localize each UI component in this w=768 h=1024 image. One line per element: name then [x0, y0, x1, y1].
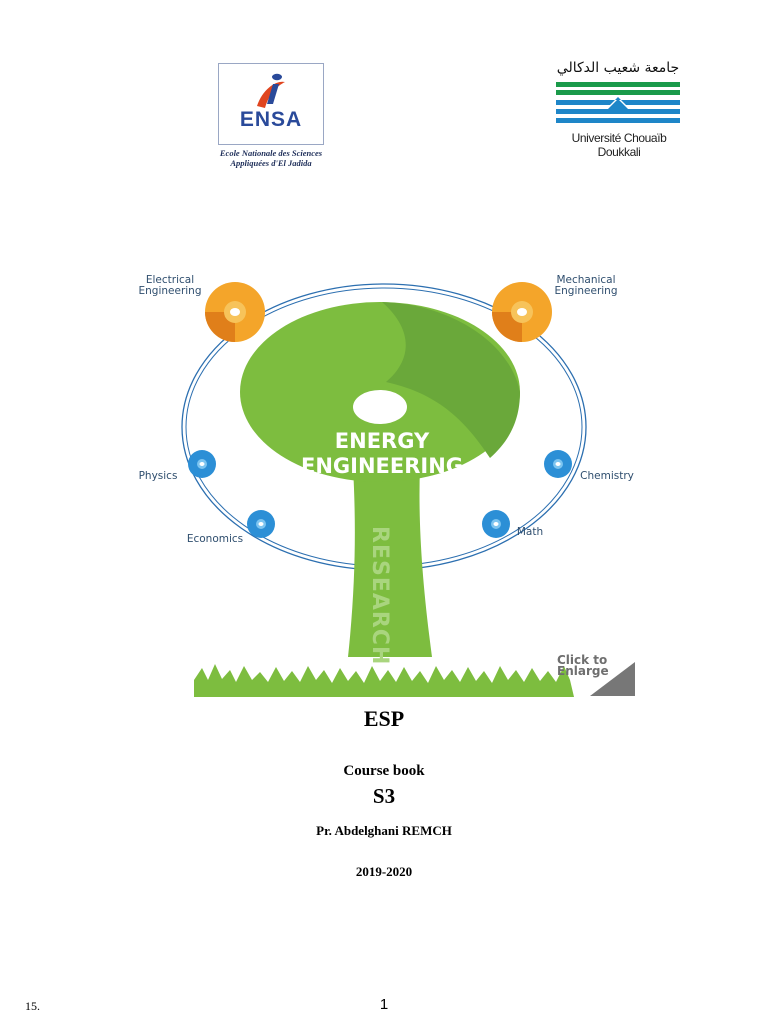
ensa-logo: ENSA [218, 63, 324, 145]
physics-node [188, 450, 216, 478]
grass [194, 664, 574, 697]
cover-title: ESP [363, 706, 405, 731]
cover-subtitle: Course book [343, 763, 425, 779]
label-electrical: Electrical Engineering [124, 275, 216, 297]
label-mechanical-line1: Mechanical [556, 274, 616, 286]
university-arabic-name: جامعة شعيب الدكالي [556, 60, 680, 76]
tree-canopy-shade [382, 302, 520, 458]
label-chemistry: Chemistry [580, 470, 634, 482]
footnote-number: 15. [25, 999, 40, 1013]
enlarge-line2: Enlarge [557, 664, 609, 678]
ensa-abbr: ENSA [239, 108, 303, 131]
ensa-caption: Ecole Nationale des Sciences Appliquées … [190, 148, 352, 168]
math-node [482, 510, 510, 538]
label-electrical-line2: Engineering [138, 285, 202, 297]
center-label-line2: ENGINEERING [301, 454, 463, 478]
center-label-line1: ENERGY [335, 429, 430, 453]
mechanical-engineering-node [492, 282, 552, 342]
canopy-hole [353, 390, 407, 424]
trunk-label: RESEARCH [367, 526, 392, 665]
label-mechanical-line2: Engineering [554, 285, 618, 297]
energy-engineering-diagram: ENERGY ENGINEERING RESEARCH Click to Enl… [120, 262, 650, 702]
cover-year: 2019-2020 [355, 864, 413, 879]
ensa-caption-line2: Appliquées d'El Jadida [230, 158, 312, 168]
ensa-caption-line1: Ecole Nationale des Sciences [219, 148, 323, 158]
cover-author: Pr. Abdelghani REMCH [316, 823, 452, 838]
label-physics: Physics [138, 470, 178, 482]
page-number: 1 [379, 996, 389, 1013]
ensa-emblem-icon [257, 73, 285, 108]
label-electrical-line1: Electrical [145, 274, 195, 286]
tree-trunk [348, 467, 432, 657]
cover-semester: S3 [372, 784, 396, 808]
enlarge-corner-icon [590, 662, 635, 696]
enlarge-line1: Click to [557, 653, 607, 667]
label-economics: Economics [186, 533, 244, 545]
label-math: Math [516, 526, 544, 538]
label-mechanical: Mechanical Engineering [540, 275, 632, 297]
economics-node [247, 510, 275, 538]
electrical-engineering-node [205, 282, 265, 342]
university-name: Université Chouaïb Doukkali [571, 131, 667, 159]
university-emblem-icon [556, 82, 680, 123]
chemistry-node [544, 450, 572, 478]
